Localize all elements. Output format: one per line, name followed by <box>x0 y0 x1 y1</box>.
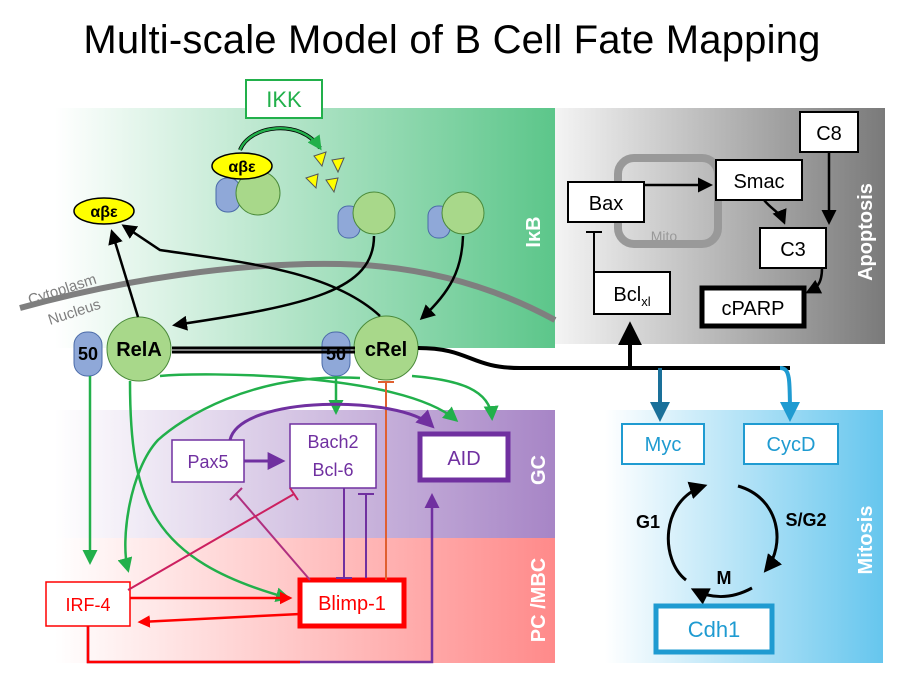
myc-node <box>621 423 705 465</box>
cdh1-label: Cdh1 <box>688 617 741 642</box>
nfkb-to-targets-line <box>417 346 790 370</box>
c8-node <box>799 111 859 153</box>
cycd-node <box>743 423 839 465</box>
smac-to-c3-arrow <box>763 199 787 225</box>
crel-to-abe-arrow <box>121 224 381 317</box>
mito-label: Mito <box>651 228 678 244</box>
cparp-label: cPARP <box>722 298 785 320</box>
crel-shape-free <box>441 191 485 235</box>
page-title: Multi-scale Model of B Cell Fate Mapping <box>83 18 821 62</box>
blimp1-node <box>297 577 407 629</box>
pax5-label: Pax5 <box>187 452 228 472</box>
c3-to-cparp-arrow <box>805 267 824 294</box>
ikk-label: IKK <box>266 87 302 112</box>
crel-label: cRel <box>365 339 407 361</box>
c8-label: C8 <box>816 123 842 145</box>
myc-label: Myc <box>645 434 682 456</box>
abe-left-node <box>73 197 135 225</box>
bach2-bcl6-node <box>289 423 377 489</box>
blimp1-inhibits-pax5 <box>235 493 311 581</box>
bax-node <box>567 181 645 223</box>
smac-label: Smac <box>733 171 784 193</box>
g1-label: G1 <box>636 512 660 532</box>
aid-label: AID <box>447 448 480 470</box>
abe-top-label: αβε <box>228 159 256 176</box>
irf4-label: IRF-4 <box>66 595 111 615</box>
sg2-label: S/G2 <box>785 510 826 530</box>
ikb-fragment-4 <box>325 177 339 194</box>
nfkb-to-cycd-arrow <box>779 366 800 422</box>
rela-shape-free <box>352 191 396 235</box>
free-rela-import-arrow <box>172 235 376 331</box>
bcl6-label: Bcl-6 <box>312 460 353 480</box>
cycd-label: CycD <box>767 434 816 456</box>
ikb-fragment-2 <box>331 157 345 174</box>
rela-label: RelA <box>116 339 162 361</box>
pax5-to-aid-arrow <box>228 402 435 441</box>
nuclear-membrane <box>19 260 557 323</box>
p50-node-a <box>73 331 103 377</box>
pc-mbc-region-label: PC /MBC <box>528 558 550 642</box>
rela-to-blimp1-arrow <box>128 380 291 603</box>
bcl-node <box>593 271 671 315</box>
gc-region-label: GC <box>528 455 550 485</box>
blimp1-to-irf4-arrow <box>137 612 301 628</box>
ikb-region <box>55 108 555 348</box>
aid-node <box>417 431 511 483</box>
irf4-node <box>45 581 131 627</box>
cell-cycle-sg2-arc <box>737 484 783 573</box>
crel-to-irf4-arrow <box>117 376 361 573</box>
rela-to-abe-arrow <box>108 229 140 318</box>
cell-cycle-m-arc <box>690 586 753 605</box>
bax-label: Bax <box>589 193 623 215</box>
abe-left-label: αβε <box>90 204 118 221</box>
ikb-fragment-1 <box>313 151 327 168</box>
irf4-inhibits-bcl6 <box>127 493 295 591</box>
c3-node <box>759 227 827 269</box>
ikk-node <box>245 79 323 119</box>
mitosis-region-label: Mitosis <box>855 506 877 575</box>
c3-label: C3 <box>780 239 806 261</box>
apoptosis-region-label: Apoptosis <box>855 183 877 281</box>
ikb-fragment-3 <box>305 173 319 190</box>
abe-top-node <box>211 152 273 180</box>
bcl-label-main: Bcl <box>613 284 641 306</box>
bcl-label-sub: xl <box>641 294 651 309</box>
rela-node <box>106 316 172 382</box>
cell-cycle-g1-arc <box>666 481 708 582</box>
m-label: M <box>717 568 732 588</box>
cdh1-node <box>653 603 775 655</box>
bach2-label: Bach2 <box>307 432 358 452</box>
pax5-node <box>171 439 245 483</box>
rela-to-aid-arrow <box>159 373 459 422</box>
free-crel-import-arrow <box>419 235 465 321</box>
smac-node <box>715 159 803 201</box>
crel-to-aid-arrow <box>411 374 499 421</box>
cparp-node <box>699 285 807 329</box>
blimp1-label: Blimp-1 <box>318 593 386 615</box>
bcl-label: Bclxl <box>613 284 650 309</box>
ikb-region-label: IκB <box>523 216 545 247</box>
p50-label-a: 50 <box>78 344 98 364</box>
